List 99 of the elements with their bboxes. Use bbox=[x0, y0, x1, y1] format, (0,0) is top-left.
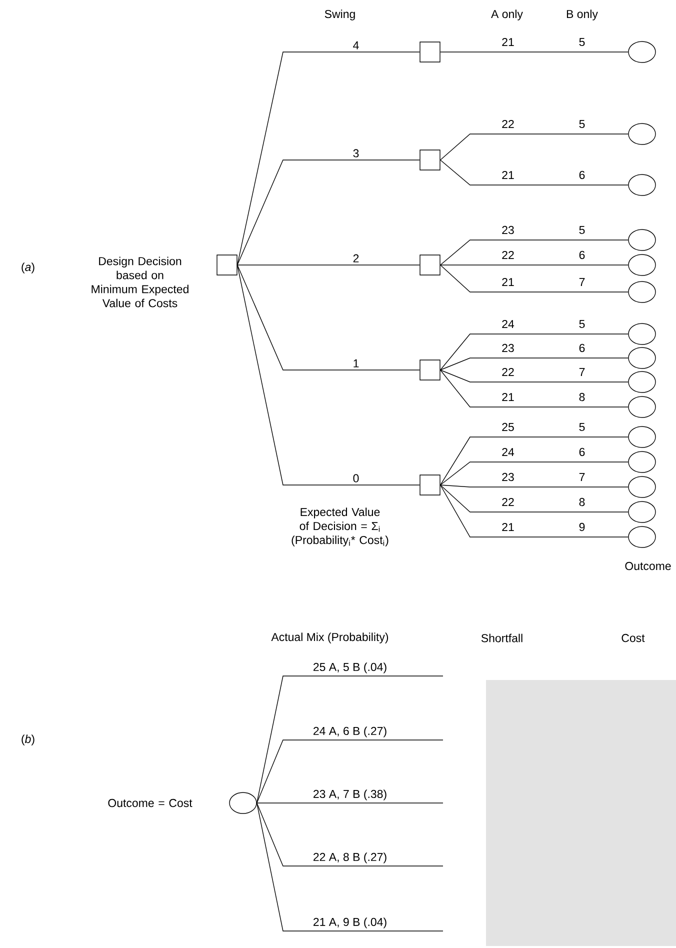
branch-line bbox=[256, 802, 444, 932]
decision-node bbox=[216, 254, 238, 276]
text-label: 24 bbox=[502, 448, 514, 456]
text-label: 22 bbox=[502, 120, 514, 128]
text-label: 22 bbox=[502, 251, 514, 260]
decision-node bbox=[420, 474, 440, 496]
text-label: Expected Value of Decision = Σ$_{i}$ (Probability$_{i}$* Cost$_{i}$) bbox=[292, 508, 388, 546]
text-label: Actual Mix (Probability) bbox=[271, 632, 388, 644]
text-label: 7 bbox=[579, 368, 585, 376]
text-label: 21 bbox=[502, 278, 514, 286]
text-label: 5 bbox=[579, 38, 585, 46]
text-label: 5 bbox=[579, 423, 585, 432]
chance-node bbox=[628, 174, 656, 196]
chance-node bbox=[628, 281, 656, 303]
text-label: 21 bbox=[502, 38, 514, 46]
text-label: 21 bbox=[502, 393, 514, 402]
decision-node bbox=[420, 150, 440, 170]
text-label: 23 bbox=[502, 226, 514, 234]
branch-line bbox=[256, 740, 444, 804]
branch-line bbox=[440, 264, 628, 292]
text-label: 8 bbox=[579, 392, 585, 402]
chance-node bbox=[628, 396, 656, 418]
text-label: B only bbox=[566, 10, 598, 20]
branch-line bbox=[256, 802, 444, 804]
text-label: (a) bbox=[22, 262, 34, 274]
chance-node bbox=[628, 426, 656, 448]
chance-node bbox=[628, 323, 656, 345]
edge-label: 21 A, 9 B (.04) bbox=[311, 916, 389, 930]
text-label: 9 bbox=[579, 522, 585, 532]
branch-line bbox=[237, 264, 420, 370]
chance-node bbox=[628, 254, 656, 276]
branch-line bbox=[256, 802, 444, 866]
branch-line bbox=[440, 134, 628, 160]
text-label: 8 bbox=[579, 498, 585, 506]
edge-label: 2 bbox=[351, 252, 361, 264]
text-label: 23 bbox=[502, 344, 514, 352]
branch-line bbox=[237, 264, 420, 266]
branch-line bbox=[440, 160, 628, 186]
chance-node bbox=[628, 41, 656, 63]
text-label: 5 bbox=[579, 320, 585, 328]
edge-label: 22 A, 8 B (.27) bbox=[311, 851, 389, 865]
chance-node bbox=[628, 229, 656, 251]
text-label: 6 bbox=[579, 250, 585, 260]
text-label: Outcome bbox=[625, 562, 671, 570]
branch-line bbox=[440, 484, 628, 538]
text-label: 6 bbox=[579, 170, 585, 180]
edge-label: 24 A, 6 B (.27) bbox=[311, 725, 389, 739]
edge-label: 3 bbox=[351, 148, 361, 159]
branch-line bbox=[440, 240, 628, 266]
chance-node bbox=[628, 347, 656, 369]
edge-label: 23 A, 7 B (.38) bbox=[311, 788, 389, 802]
branch-line bbox=[237, 264, 420, 486]
branch-line bbox=[237, 52, 420, 266]
chance-node bbox=[628, 501, 656, 523]
decision-node bbox=[420, 360, 440, 380]
branch-line bbox=[440, 370, 628, 408]
branch-line bbox=[440, 370, 628, 382]
branch-line bbox=[256, 676, 444, 804]
edge-label: 0 bbox=[351, 472, 361, 484]
blurred-text-block bbox=[486, 680, 676, 946]
branch-line bbox=[440, 484, 628, 512]
text-label: 23 bbox=[502, 472, 514, 482]
edge-label: 25 A, 5 B (.04) bbox=[311, 661, 389, 675]
text-label: 7 bbox=[579, 278, 585, 286]
text-label: 5 bbox=[579, 226, 585, 234]
chance-node bbox=[628, 371, 656, 393]
text-label: A only bbox=[491, 10, 523, 20]
branch-line bbox=[440, 484, 628, 488]
text-label: 21 bbox=[502, 171, 514, 180]
chance-node bbox=[628, 526, 656, 548]
node-caption: Outcome = Cost bbox=[108, 798, 192, 808]
decision-node bbox=[420, 42, 440, 62]
text-label: 7 bbox=[579, 473, 585, 481]
branch-line bbox=[237, 160, 420, 266]
decision-node bbox=[420, 254, 440, 276]
text-label: Swing bbox=[324, 10, 355, 20]
branch-line bbox=[440, 334, 628, 370]
edge-label: 1 bbox=[351, 358, 361, 369]
edge-label: 4 bbox=[351, 40, 361, 51]
chance-node bbox=[628, 123, 656, 145]
branch-line bbox=[440, 358, 628, 370]
text-label: Cost bbox=[622, 634, 645, 642]
text-label: 22 bbox=[502, 368, 514, 376]
text-label: 6 bbox=[579, 344, 585, 352]
text-label: 25 bbox=[502, 422, 514, 432]
node-caption: Design Decision based on Minimum Expected Value of Costs bbox=[92, 256, 188, 308]
text-label: 6 bbox=[579, 448, 585, 456]
chance-node bbox=[628, 476, 656, 498]
chance-node bbox=[628, 451, 656, 473]
branch-line bbox=[440, 436, 628, 486]
text-label: 24 bbox=[502, 320, 514, 328]
chance-node bbox=[229, 792, 257, 814]
text-label: Shortfall bbox=[481, 634, 522, 642]
branch-line bbox=[440, 462, 628, 486]
text-label: (b) bbox=[22, 734, 34, 746]
text-label: 21 bbox=[502, 523, 514, 532]
branch-line bbox=[440, 264, 628, 266]
text-label: 5 bbox=[579, 120, 585, 128]
text-label: 22 bbox=[502, 498, 514, 506]
